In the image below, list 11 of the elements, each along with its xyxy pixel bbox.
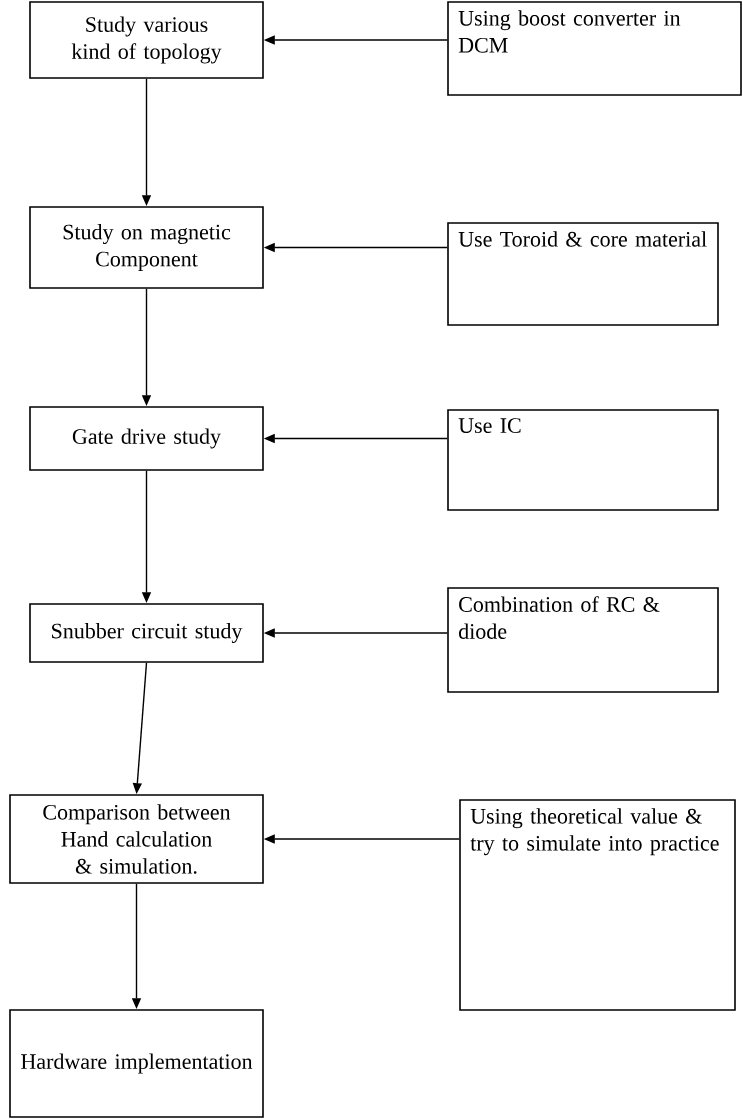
process-box: Gate drive study xyxy=(29,406,264,471)
process-box: Using boost converter in DCM xyxy=(447,1,742,96)
process-box: Study on magnetic Component xyxy=(29,206,264,289)
process-box: Use Toroid & core material xyxy=(447,222,719,326)
process-box: Hardware implementation xyxy=(9,1009,264,1118)
process-box: Snubber circuit study xyxy=(29,603,264,663)
process-box: Comparison between Hand calculation & simulation. xyxy=(9,794,264,884)
process-box: Using theoretical value & try to simulate into practice xyxy=(459,799,736,1011)
process-box: Use IC xyxy=(447,409,719,511)
process-box: Combination of RC & diode xyxy=(447,587,719,693)
process-box: Study various kind of topology xyxy=(29,1,264,79)
